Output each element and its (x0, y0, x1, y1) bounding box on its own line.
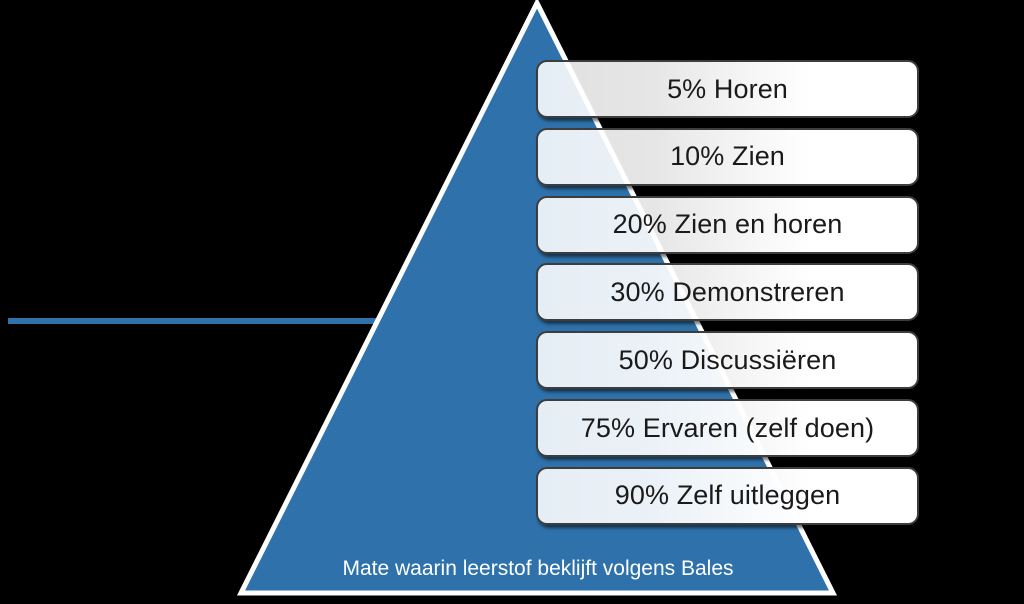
pyramid-caption: Mate waarin leerstof beklijft volgens Ba… (342, 557, 734, 580)
level-label-ervaren: 75% Ervaren (zelf doen) (580, 412, 875, 443)
level-label-zien-en-horen: 20% Zien en horen (612, 209, 843, 240)
level-row-zien-en-horen[interactable]: 20% Zien en horen (536, 195, 919, 254)
level-label-demonstreren: 30% Demonstreren (610, 276, 845, 307)
level-label-zien: 10% Zien (670, 141, 785, 172)
level-label-zelf-uitleggen: 90% Zelf uitleggen (614, 480, 841, 511)
level-row-horen[interactable]: 5% Horen (536, 60, 919, 118)
retention-level-list: 5% Horen 10% Zien 20% Zien en horen 30% … (536, 60, 919, 525)
level-row-ervaren[interactable]: 75% Ervaren (zelf doen) (536, 399, 919, 458)
level-label-horen: 5% Horen (667, 73, 788, 104)
level-label-discussieren: 50% Discussiëren (618, 344, 837, 375)
connector-line (8, 318, 380, 324)
level-row-zien[interactable]: 10% Zien (536, 127, 919, 186)
level-row-demonstreren[interactable]: 30% Demonstreren (536, 263, 919, 322)
level-row-discussieren[interactable]: 50% Discussiëren (536, 331, 919, 390)
level-row-zelf-uitleggen[interactable]: 90% Zelf uitleggen (536, 466, 919, 525)
